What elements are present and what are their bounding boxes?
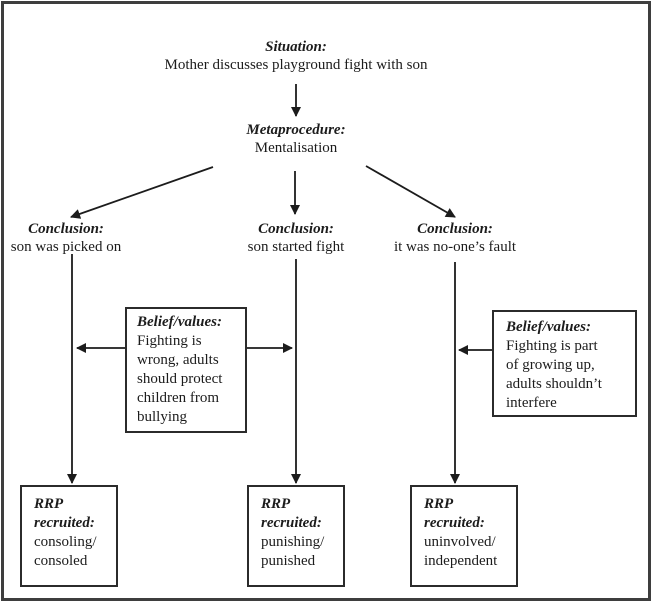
situation-label: Situation: xyxy=(265,39,327,55)
rrp-box-left: RRP recruited: consoling/ consoled xyxy=(20,485,118,587)
metaprocedure-node: Metaprocedure: Mentalisation xyxy=(246,121,345,157)
situation-text: Mother discusses playground fight with s… xyxy=(164,57,428,73)
rrp-text: consoling/ consoled xyxy=(34,534,97,569)
belief-values-box-middle: Belief/values: Fighting is wrong, adults… xyxy=(125,307,247,433)
rrp-text: punishing/ punished xyxy=(261,534,325,569)
situation-node: Situation: Mother discusses playground f… xyxy=(165,38,428,74)
conclusion-text: son was picked on xyxy=(10,239,122,255)
rrp-box-right: RRP recruited: uninvolved/ independent xyxy=(410,485,518,587)
belief-values-label: Belief/values: xyxy=(506,319,591,335)
conclusion-node-right: Conclusion: it was no-one’s fault xyxy=(394,220,516,256)
belief-values-text: Fighting is part of growing up, adults s… xyxy=(506,338,602,411)
conclusion-label: Conclusion: xyxy=(417,221,493,237)
metaprocedure-text: Mentalisation xyxy=(254,140,338,156)
rrp-label: RRP recruited: xyxy=(34,496,95,531)
metaprocedure-label: Metaprocedure: xyxy=(246,122,346,138)
conclusion-label: Conclusion: xyxy=(258,221,334,237)
rrp-text: uninvolved/ independent xyxy=(424,534,498,569)
rrp-label: RRP recruited: xyxy=(424,496,485,531)
belief-values-box-right: Belief/values: Fighting is part of growi… xyxy=(492,310,637,417)
conclusion-text: it was no-one’s fault xyxy=(393,239,517,255)
conclusion-text: son started fight xyxy=(247,239,345,255)
conclusion-node-left: Conclusion: son was picked on xyxy=(11,220,121,256)
belief-values-text: Fighting is wrong, adults should protect… xyxy=(137,333,223,425)
belief-values-label: Belief/values: xyxy=(137,314,222,330)
conclusion-label: Conclusion: xyxy=(28,221,104,237)
rrp-box-middle: RRP recruited: punishing/ punished xyxy=(247,485,345,587)
rrp-label: RRP recruited: xyxy=(261,496,322,531)
conclusion-node-middle: Conclusion: son started fight xyxy=(248,220,345,256)
